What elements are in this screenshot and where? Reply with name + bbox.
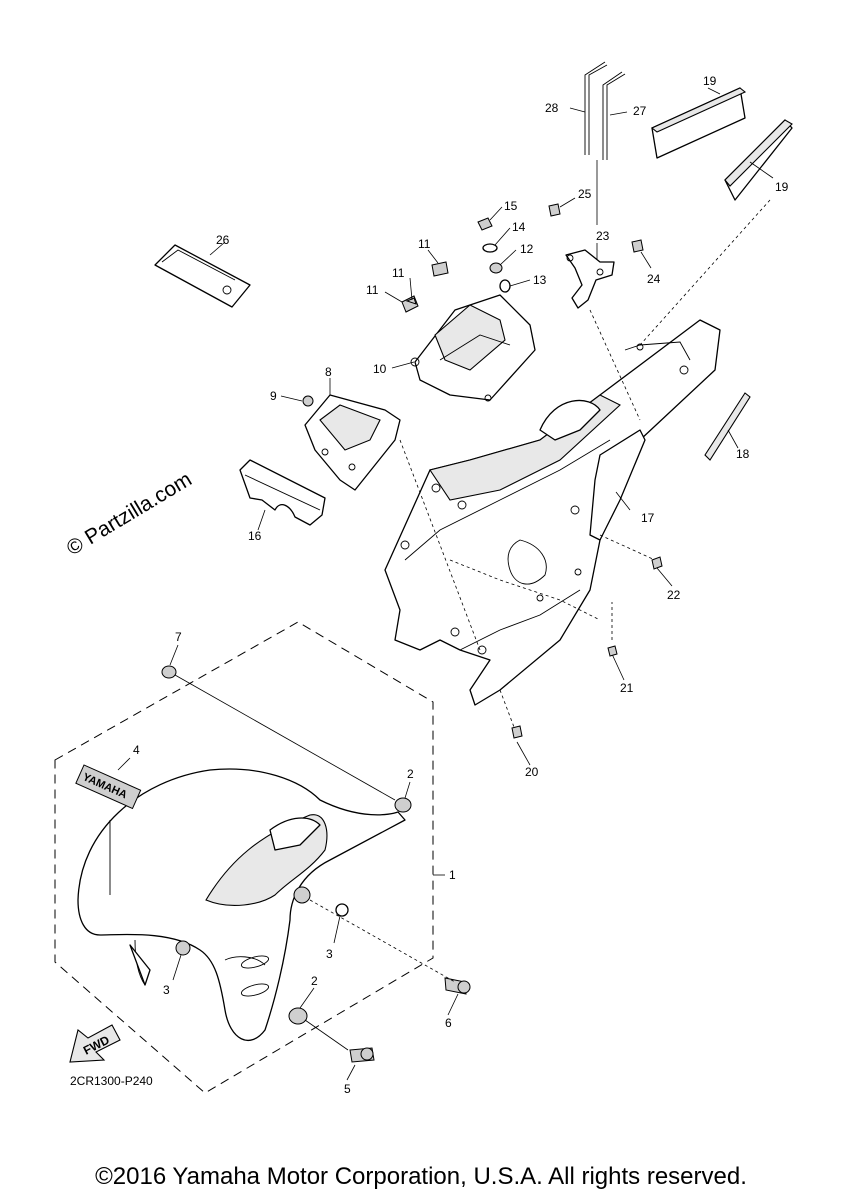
callout-3: 3 [163, 983, 170, 997]
yamaha-decal: YAMAHA [75, 764, 142, 810]
damper-pads [650, 87, 793, 201]
rear-fender-assembly [384, 319, 751, 706]
leader-lines [209, 87, 774, 766]
callout-26: 26 [216, 233, 230, 247]
callout-1: 1 [449, 868, 456, 882]
callout-13: 13 [533, 273, 547, 287]
callout-19: 19 [703, 74, 717, 88]
callout-25: 25 [578, 187, 592, 201]
battery-box [401, 261, 536, 402]
callout-labels: 1 2 2 3 3 4 5 6 7 8 9 10 11 11 11 12 13 … [133, 74, 789, 1096]
callout-20: 20 [525, 765, 539, 779]
front-fender-assembly: YAMAHA [54, 621, 471, 1094]
callout-17: 17 [641, 511, 655, 525]
callout-19: 19 [775, 180, 789, 194]
callout-4: 4 [133, 743, 140, 757]
callout-23: 23 [596, 229, 610, 243]
fwd-arrow-icon: FWD [69, 1024, 121, 1063]
callout-14: 14 [512, 220, 526, 234]
callout-15: 15 [504, 199, 518, 213]
cover-16 [239, 459, 326, 526]
watermark-text: © Partzilla.com [63, 468, 196, 561]
fastener-group-12-15 [477, 217, 511, 293]
callout-22: 22 [667, 588, 681, 602]
callout-11: 11 [366, 283, 379, 297]
callout-16: 16 [248, 529, 262, 543]
callout-24: 24 [647, 272, 661, 286]
tool-holder [154, 244, 251, 308]
callout-10: 10 [373, 362, 387, 376]
callout-18: 18 [736, 447, 750, 461]
callout-11: 11 [392, 266, 405, 280]
cables [584, 61, 626, 160]
callout-2: 2 [311, 974, 318, 988]
callout-7: 7 [175, 630, 182, 644]
diagram-code: 2CR1300-P240 [70, 1074, 153, 1088]
holder-8 [302, 394, 401, 491]
callout-3: 3 [326, 947, 333, 961]
callout-5: 5 [344, 1082, 351, 1096]
callout-6: 6 [445, 1016, 452, 1030]
callout-12: 12 [520, 242, 534, 256]
callout-11: 11 [418, 237, 431, 251]
callout-8: 8 [325, 365, 332, 379]
callout-9: 9 [270, 389, 277, 403]
copyright-notice: ©2016 Yamaha Motor Corporation, U.S.A. A… [95, 1163, 747, 1190]
seat-lock-bracket [548, 203, 644, 309]
callout-21: 21 [620, 681, 634, 695]
fender-bolts [511, 556, 663, 739]
callout-28: 28 [545, 101, 559, 115]
callout-2: 2 [407, 767, 414, 781]
callout-27: 27 [633, 104, 647, 118]
